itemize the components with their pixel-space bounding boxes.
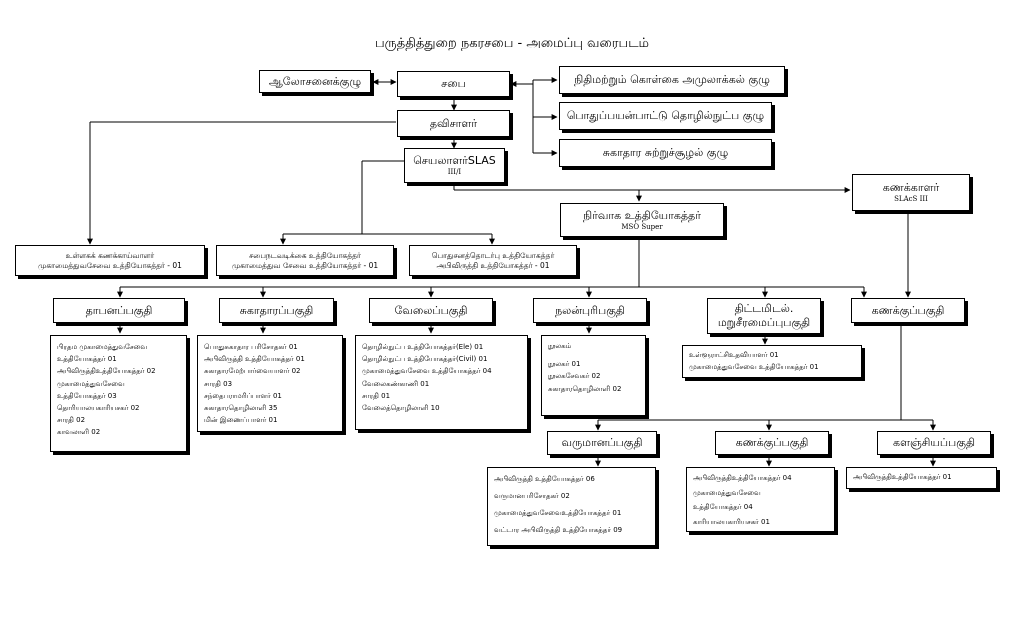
list-item: சாரதி 03 xyxy=(204,379,233,388)
admin-officer-box: நிர்வாக உத்தியோகத்தர் MSO Super xyxy=(560,203,724,237)
internal-auditor-label: உள்ளகக் கணக்காய்வாளர் xyxy=(65,251,155,261)
planning-division-box: திட்டமிடல். மறுசீரமைப்புபகுதி xyxy=(707,298,821,334)
staff-division-label: தாபனப்பகுதி xyxy=(85,303,153,317)
stores-positions-list: அபிவிருத்திஉத்தியோகத்தர் 01 xyxy=(846,467,997,489)
welfare-positions-list: நூலகம் நூலகர் 01 நூலகசேவகர் 02 சுகாதாரதொ… xyxy=(541,335,646,416)
accounts-subdivision-box: கணக்குப்பகுதி xyxy=(715,431,829,455)
public-works-committee-label: பொதுப்பயன்பாட்டு தொழில்நுட்ப குழு xyxy=(566,109,765,123)
works-division-box: வேலைப்பகுதி xyxy=(369,298,493,323)
admin-officer-label: நிர்வாக உத்தியோகத்தர் xyxy=(583,208,701,222)
stores-division-label: களஞ்சியப்பகுதி xyxy=(893,436,975,450)
council-label: சபை xyxy=(441,77,466,91)
list-item: தொழில்நுட்ப உத்தியோகத்தர்(Ele) 01 xyxy=(362,343,484,351)
list-item: வேலைத்தொழிலாளி 10 xyxy=(362,404,440,413)
list-item: உத்தியோகத்தர் 03 xyxy=(57,391,117,400)
accounts-subdivision-label: கணக்குப்பகுதி xyxy=(735,436,809,450)
planning-division-label: திட்டமிடல். xyxy=(734,302,794,316)
list-item: முகாமைத்துவசேவை xyxy=(693,488,761,497)
list-item: காவலாளி 02 xyxy=(57,428,101,437)
accounts-positions-list: அபிவிருத்திஉத்தியோகத்தர் 04 முகாமைத்துவச… xyxy=(686,467,835,532)
list-item: நூலகம் xyxy=(548,342,572,350)
list-item: உத்தியோகத்தர் 01 xyxy=(57,355,117,364)
staff-positions-list: பிரதம முகாமைத்துவசேவை உத்தியோகத்தர் 01 அ… xyxy=(50,335,187,452)
internal-auditor-box: உள்ளகக் கணக்காய்வாளர் முகாமைத்துவசேவை உத… xyxy=(15,245,205,276)
list-item: அபிவிருத்திஉத்தியோகத்தர் 01 xyxy=(853,473,952,481)
accountant-grade: SLAcS III xyxy=(894,195,928,203)
list-item: வருமானபரிசோதகர் 02 xyxy=(494,492,570,500)
health-committee-label: சுகாதார சுற்றுச்சூழல் குழு xyxy=(602,146,729,160)
chairman-box: தவிசாளர் xyxy=(397,110,510,137)
list-item: முகாமைத்துவசேவை xyxy=(57,379,125,388)
planning-positions-list: உள்ளூராட்சிஉதவியாளர் 01 முகாமைத்துவசேவை … xyxy=(682,345,862,378)
secretary-box: செயலாளர்SLAS III/I xyxy=(404,148,505,183)
list-item: தொரியாலயகாரியசகர் 02 xyxy=(57,404,140,413)
health-division-label: சுகாதாரப்பகுதி xyxy=(239,303,314,317)
list-item: தொழில்நுட்ப உத்தியோகத்தர்(Civil) 01 xyxy=(362,355,488,364)
pr-officer-detail: அபிவிருத்தி உத்தியோகத்தர் - 01 xyxy=(436,260,550,270)
secretary-label: செயலாளர்SLAS xyxy=(413,154,496,168)
list-item: அபிவிருத்தி உத்தியோகத்தர் 01 xyxy=(204,355,305,364)
staff-division-box: தாபனப்பகுதி xyxy=(53,298,185,323)
accounts-division-box: கணக்குப்பகுதி xyxy=(851,298,965,323)
list-item: நூலகசேவகர் 02 xyxy=(548,372,601,381)
welfare-division-box: நலன்புரிபகுதி xyxy=(533,298,647,323)
public-works-committee-box: பொதுப்பயன்பாட்டு தொழில்நுட்ப குழு xyxy=(559,102,772,130)
list-item: சுகாதாரமேற்பார்வையாளர் 02 xyxy=(204,367,301,376)
finance-committee-label: நிதிமற்றும் கொள்கை அமுலாக்கல் குழு xyxy=(574,73,770,87)
works-positions-list: தொழில்நுட்ப உத்தியோகத்தர்(Ele) 01 தொழில்… xyxy=(355,335,528,430)
chart-title: பருத்தித்துறை நகரசபை - அமைப்பு வரைபடம் xyxy=(375,36,649,51)
list-item: நூலகர் 01 xyxy=(548,360,581,369)
internal-auditor-detail: முகாமைத்துவசேவை உத்தியோகத்தர் - 01 xyxy=(38,260,182,270)
accountant-label: கணக்காளர் xyxy=(882,181,940,195)
works-division-label: வேலைப்பகுதி xyxy=(394,303,468,317)
health-committee-box: சுகாதார சுற்றுச்சூழல் குழு xyxy=(559,139,772,167)
list-item: சுகாதாரதொழிலாளி 35 xyxy=(204,404,278,413)
finance-committee-box: நிதிமற்றும் கொள்கை அமுலாக்கல் குழு xyxy=(559,66,785,94)
list-item: மின் இணைப்பாளர் 01 xyxy=(204,416,278,425)
secretary-grade: III/I xyxy=(447,168,462,176)
admin-officer-grade: MSO Super xyxy=(621,222,663,231)
list-item: முகாமைத்துவசேவை உத்தியோகத்தர் 04 xyxy=(362,367,492,376)
list-item: முகாமைத்துவசேவைஉத்தியோகத்தர் 01 xyxy=(494,509,622,517)
pr-officer-label: பொதுசனத்தொடர்பு உத்தியோகத்தர் xyxy=(431,251,555,261)
list-item: உத்தியோகத்தர் 04 xyxy=(693,503,753,511)
list-item: அபிவிருத்திஉத்தியோகத்தர் 04 xyxy=(693,474,792,482)
list-item: சுகாதாரதொழிலாளி 02 xyxy=(548,384,622,393)
pr-officer-box: பொதுசனத்தொடர்பு உத்தியோகத்தர் அபிவிருத்த… xyxy=(409,245,577,276)
council-officer-detail: முகாமைத்துவ சேவை உத்தியோகத்தர் - 01 xyxy=(231,260,379,270)
health-positions-list: பொதுசுகாதார பரிசோதகர் 01 அபிவிருத்தி உத்… xyxy=(197,335,343,432)
advisory-committee-box: ஆலோசனைக்குழு xyxy=(259,70,371,93)
chairman-label: தவிசாளர் xyxy=(429,116,478,130)
council-officer-label: சபைநடவடிக்கை உத்தியோகத்தர் xyxy=(249,251,361,261)
council-box: சபை xyxy=(397,71,510,97)
stores-division-box: களஞ்சியப்பகுதி xyxy=(877,431,991,455)
list-item: பிரதம முகாமைத்துவசேவை xyxy=(57,343,148,351)
list-item: அபிவிருத்திஉத்தியோகத்தர் 02 xyxy=(57,367,156,376)
council-officer-box: சபைநடவடிக்கை உத்தியோகத்தர் முகாமைத்துவ ச… xyxy=(216,245,394,276)
health-division-box: சுகாதாரப்பகுதி xyxy=(219,298,334,323)
list-item: உள்ளூராட்சிஉதவியாளர் 01 xyxy=(689,351,779,359)
welfare-division-label: நலன்புரிபகுதி xyxy=(555,303,625,317)
revenue-positions-list: அபிவிருத்தி உத்தியோகத்தர் 06 வருமானபரிசோ… xyxy=(487,467,656,546)
list-item: அபிவிருத்தி உத்தியோகத்தர் 06 xyxy=(494,475,595,483)
accountant-box: கணக்காளர் SLAcS III xyxy=(852,174,970,211)
list-item: காரியாலயகாரியசகர் 01 xyxy=(693,517,770,526)
list-item: வேலைகண்காணி 01 xyxy=(362,379,430,388)
planning-division-label-line2: மறுசீரமைப்புபகுதி xyxy=(717,316,811,329)
list-item: பொதுசுகாதார பரிசோதகர் 01 xyxy=(204,343,298,351)
list-item: சந்தைபராமரிப்பாளர் 01 xyxy=(204,391,282,400)
accounts-division-label: கணக்குப்பகுதி xyxy=(871,303,945,317)
revenue-division-box: வருமானப்பகுதி xyxy=(547,431,657,455)
list-item: முகாமைத்துவசேவை உத்தியோகத்தர் 01 xyxy=(689,363,819,372)
revenue-division-label: வருமானப்பகுதி xyxy=(561,436,643,450)
list-item: சாரதி 01 xyxy=(362,391,391,400)
advisory-committee-label: ஆலோசனைக்குழு xyxy=(268,74,362,88)
list-item: சாரதி 02 xyxy=(57,416,86,425)
list-item: வட்டார அபிவிருத்தி உத்தியோகத்தர் 09 xyxy=(494,526,623,534)
